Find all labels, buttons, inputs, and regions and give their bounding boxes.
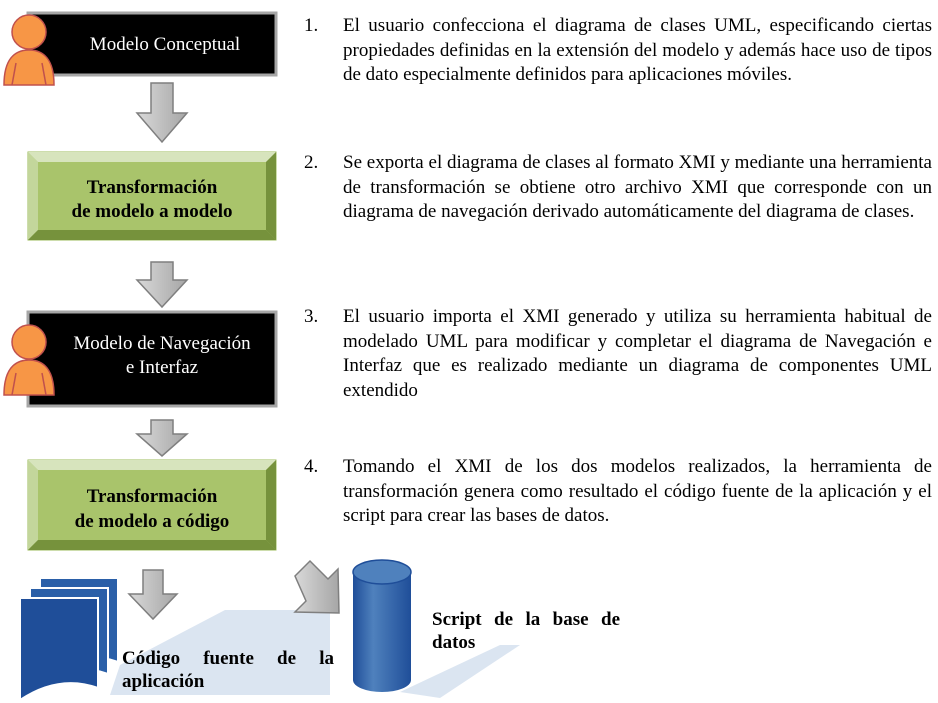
box-modelo-navegacion: Modelo de Navegación e Interfaz bbox=[26, 310, 278, 408]
step-1-text: El usuario confecciona el diagrama de cl… bbox=[343, 15, 932, 85]
user-icon bbox=[3, 14, 55, 86]
user-icon bbox=[3, 324, 55, 396]
down-arrow-icon bbox=[135, 261, 189, 309]
database-cylinder-icon bbox=[352, 559, 412, 692]
step-2-text: Se exporta el diagrama de clases al form… bbox=[343, 152, 932, 222]
step-2-number: 2. bbox=[304, 152, 319, 173]
down-arrow-icon bbox=[127, 569, 179, 621]
box-transformacion-m2c-line2: de modelo a código bbox=[75, 511, 230, 532]
box-transformacion-m2c-line1: Transformación bbox=[87, 486, 218, 507]
db-script-label: Script de la base de datos bbox=[432, 609, 620, 653]
doc-shadow bbox=[110, 610, 330, 695]
down-arrow-icon bbox=[135, 419, 189, 457]
box-transformacion-m2m-line2: de modelo a modelo bbox=[72, 201, 233, 222]
source-code-label: Código fuente de la aplicación bbox=[122, 648, 334, 692]
step-1-number: 1. bbox=[304, 15, 319, 36]
box-modelo-navegacion-line2: e Interfaz bbox=[126, 357, 198, 378]
cylinder-shadow bbox=[400, 645, 520, 698]
box-transformacion-m2m: Transformación de modelo a modelo bbox=[27, 151, 277, 241]
step-4-number: 4. bbox=[304, 456, 319, 477]
box-transformacion-m2m-line1: Transformación bbox=[87, 177, 218, 198]
box-modelo-conceptual-label: Modelo Conceptual bbox=[90, 34, 240, 55]
down-arrow-icon bbox=[135, 82, 189, 144]
diagonal-arrow-icon bbox=[293, 559, 340, 614]
step-4-text: Tomando el XMI de los dos modelos realiz… bbox=[343, 456, 932, 526]
step-3-number: 3. bbox=[304, 306, 319, 327]
document-stack-icon bbox=[19, 577, 119, 702]
box-transformacion-m2c: Transformación de modelo a código bbox=[27, 459, 277, 551]
box-modelo-navegacion-line1: Modelo de Navegación bbox=[73, 333, 251, 354]
step-3-text: El usuario importa el XMI generado y uti… bbox=[343, 306, 932, 401]
box-modelo-conceptual: Modelo Conceptual bbox=[26, 11, 278, 77]
